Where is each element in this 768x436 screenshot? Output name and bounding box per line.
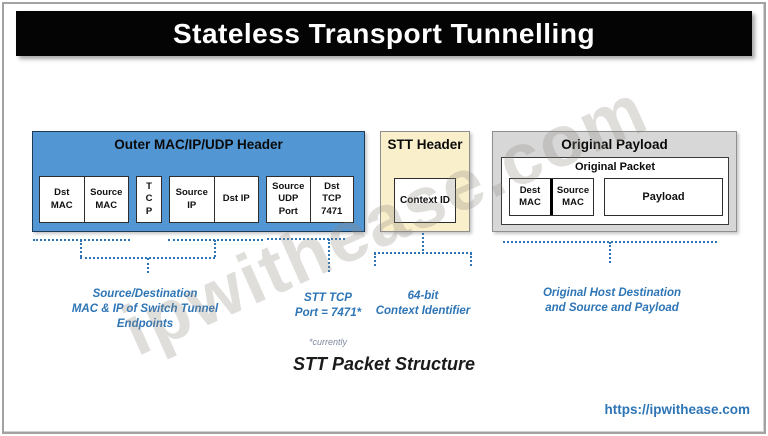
cell-source-mac: Source MAC: [83, 177, 129, 222]
annotation-context-identifier: 64-bit Context Identifier: [353, 274, 493, 334]
annotation-tunnel-endpoints: Source/Destination MAC & IP of Switch Tu…: [45, 272, 245, 347]
cell-dest-mac: Dest MAC: [519, 184, 541, 208]
page-title: Stateless Transport Tunnelling: [16, 11, 752, 56]
outer-header-title: Outer MAC/IP/UDP Header: [114, 137, 283, 152]
connector-port-drop: [328, 239, 330, 272]
annotation-original-host: Original Host Destination and Source and…: [512, 271, 712, 331]
annotation-stt-tcp-port-text: STT TCP Port = 7471*: [294, 291, 362, 319]
annotation-context-identifier-text: 64-bit Context Identifier: [375, 289, 471, 317]
annotation-tunnel-endpoints-text: Source/Destination MAC & IP of Switch Tu…: [71, 287, 219, 330]
connector-context-brace-left: [374, 253, 376, 266]
outer-port-cell-group: Source UDP Port Dst TCP 7471: [266, 176, 354, 223]
cell-dst-mac: Dst MAC: [50, 187, 73, 211]
connector-port-underline: [267, 238, 345, 240]
annotation-stt-tcp-port: STT TCP Port = 7471* *currently: [276, 276, 380, 363]
cell-source-udp-port: Source UDP Port: [272, 180, 305, 217]
annotation-original-host-text: Original Host Destination and Source and…: [542, 286, 681, 314]
website-link[interactable]: https://ipwithease.com: [604, 402, 750, 417]
outer-ip-cell-group: Source IP Dst IP: [169, 176, 259, 223]
cell-dst-ip: Dst IP: [213, 177, 259, 222]
cell-packet-source-mac: Source MAC: [550, 179, 593, 215]
stt-header-box: STT Header Context ID: [380, 131, 470, 232]
cell-source-ip: Source IP: [175, 187, 208, 211]
connector-payload-drop: [609, 242, 611, 263]
connector-mac-drop: [80, 240, 82, 257]
original-payload-box: Original Payload Original Packet Dest MA…: [492, 131, 737, 232]
cell-payload: Payload: [604, 178, 723, 216]
connector-mac-ip-center-tick: [147, 258, 149, 273]
connector-context-dash: [422, 233, 424, 251]
connector-context-brace: [374, 252, 472, 254]
stt-header-title: STT Header: [387, 137, 463, 152]
original-packet-title: Original Packet: [574, 161, 656, 173]
original-packet-box: Original Packet Dest MAC Source MAC Payl…: [501, 157, 729, 225]
outer-mac-cell-group: Dst MAC Source MAC: [39, 176, 129, 223]
connector-ip-drop: [214, 240, 216, 257]
connector-context-brace-right: [470, 253, 472, 266]
annotation-currently-note: *currently: [308, 336, 347, 347]
cell-tcp: T C P: [136, 176, 162, 223]
cell-dst-tcp-7471: Dst TCP 7471: [309, 177, 354, 222]
packet-mac-cell-group: Dest MAC Source MAC: [509, 178, 594, 216]
cell-context-id: Context ID: [394, 178, 456, 223]
original-payload-title: Original Payload: [561, 137, 668, 152]
outer-header-box: Outer MAC/IP/UDP Header Dst MAC Source M…: [32, 131, 365, 232]
diagram-caption: STT Packet Structure: [292, 354, 476, 374]
